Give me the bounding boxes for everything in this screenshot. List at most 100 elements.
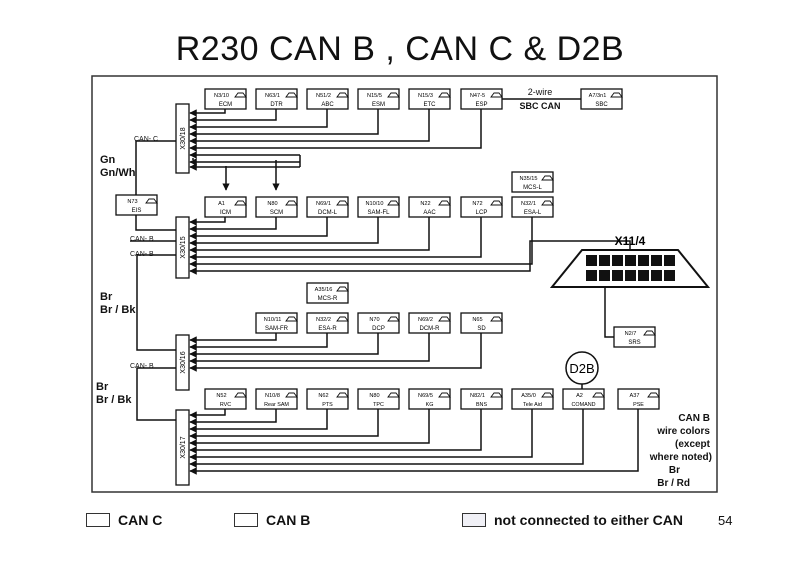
module-name: BNS — [476, 402, 487, 408]
wire — [189, 217, 328, 240]
connector-label: X30/15 — [180, 236, 187, 258]
obd-pin — [651, 270, 662, 281]
module-box — [580, 88, 623, 110]
module-id: N32/2 — [316, 317, 331, 323]
wire — [189, 217, 533, 268]
wire — [136, 367, 176, 421]
connector-box — [175, 103, 190, 174]
obd-pin — [599, 270, 610, 281]
wire — [189, 217, 379, 247]
module-id: N47-5 — [470, 93, 485, 99]
connector-box — [175, 216, 190, 279]
module-id: N52 — [216, 393, 226, 399]
connector-box — [175, 334, 190, 391]
wire — [135, 215, 176, 231]
module-name: PSE — [633, 402, 644, 408]
module-box — [460, 88, 503, 110]
note-line: CAN B — [678, 413, 710, 424]
module-id: N65 — [472, 317, 482, 323]
module-box — [204, 388, 247, 410]
module-name: AAC — [423, 210, 436, 216]
module-name: TPC — [373, 402, 384, 408]
module-id: N15/5 — [367, 93, 382, 99]
module-id: A35/0 — [521, 393, 536, 399]
module-box — [204, 196, 247, 218]
module-box — [357, 88, 400, 110]
module-box — [255, 196, 298, 218]
wire — [189, 217, 482, 261]
connector-socket-icon — [387, 316, 400, 322]
module-name: SAM-FR — [265, 326, 289, 332]
connector-socket-icon — [490, 316, 503, 322]
obd-pin — [586, 255, 597, 266]
legend-not-connected: not connected to either CAN — [462, 512, 683, 528]
connector-socket-icon — [336, 286, 349, 292]
connector-socket-icon — [490, 392, 503, 398]
module-name: SRS — [628, 340, 640, 346]
wire — [604, 287, 614, 338]
wire — [189, 217, 277, 233]
module-box — [408, 312, 451, 334]
module-id: N63/1 — [265, 93, 280, 99]
module-id: N69/5 — [418, 393, 433, 399]
module-box — [357, 196, 400, 218]
module-name: SCM — [270, 210, 283, 216]
wire — [189, 333, 328, 351]
wire-color-gn-wh: Gn/Wh — [100, 167, 136, 179]
wire-color-br-1: Br — [100, 291, 113, 303]
module-id: N62 — [318, 393, 328, 399]
module-name: MCS-L — [523, 185, 542, 191]
module-id: N32/1 — [521, 201, 536, 207]
module-name: ECM — [219, 102, 232, 108]
connector-socket-icon — [438, 200, 451, 206]
obd-connector-x11-4: X11/4 — [549, 234, 711, 288]
module-name: ESM — [372, 102, 385, 108]
module-box — [460, 388, 503, 410]
wire — [135, 140, 176, 195]
wire — [189, 409, 639, 475]
wire — [189, 109, 328, 131]
module-name: ESP — [475, 102, 487, 108]
obd-label: X11/4 — [615, 234, 646, 248]
module-id: A2 — [576, 393, 583, 399]
module-name: ICM — [220, 210, 231, 216]
connector-socket-icon — [336, 392, 349, 398]
module-name: ETC — [424, 102, 437, 108]
obd-pin — [599, 255, 610, 266]
connector-socket-icon — [285, 92, 298, 98]
connector-socket-icon — [285, 316, 298, 322]
module-box — [115, 194, 158, 216]
connector-socket-icon — [438, 392, 451, 398]
module-id: N10/11 — [264, 317, 282, 323]
wire — [189, 217, 226, 226]
module-box — [306, 282, 349, 304]
module-box — [460, 196, 503, 218]
note-line: where noted) — [649, 452, 712, 463]
page-number: 54 — [718, 513, 733, 528]
wire — [189, 109, 430, 145]
wire — [189, 333, 379, 358]
module-box — [255, 312, 298, 334]
can-b-label-3: CAN- B — [130, 363, 154, 370]
obd-pin — [612, 255, 623, 266]
note-line: Br — [669, 465, 680, 476]
obd-pin — [638, 270, 649, 281]
wire — [189, 409, 533, 461]
two-wire-label: 2-wire — [528, 87, 553, 97]
